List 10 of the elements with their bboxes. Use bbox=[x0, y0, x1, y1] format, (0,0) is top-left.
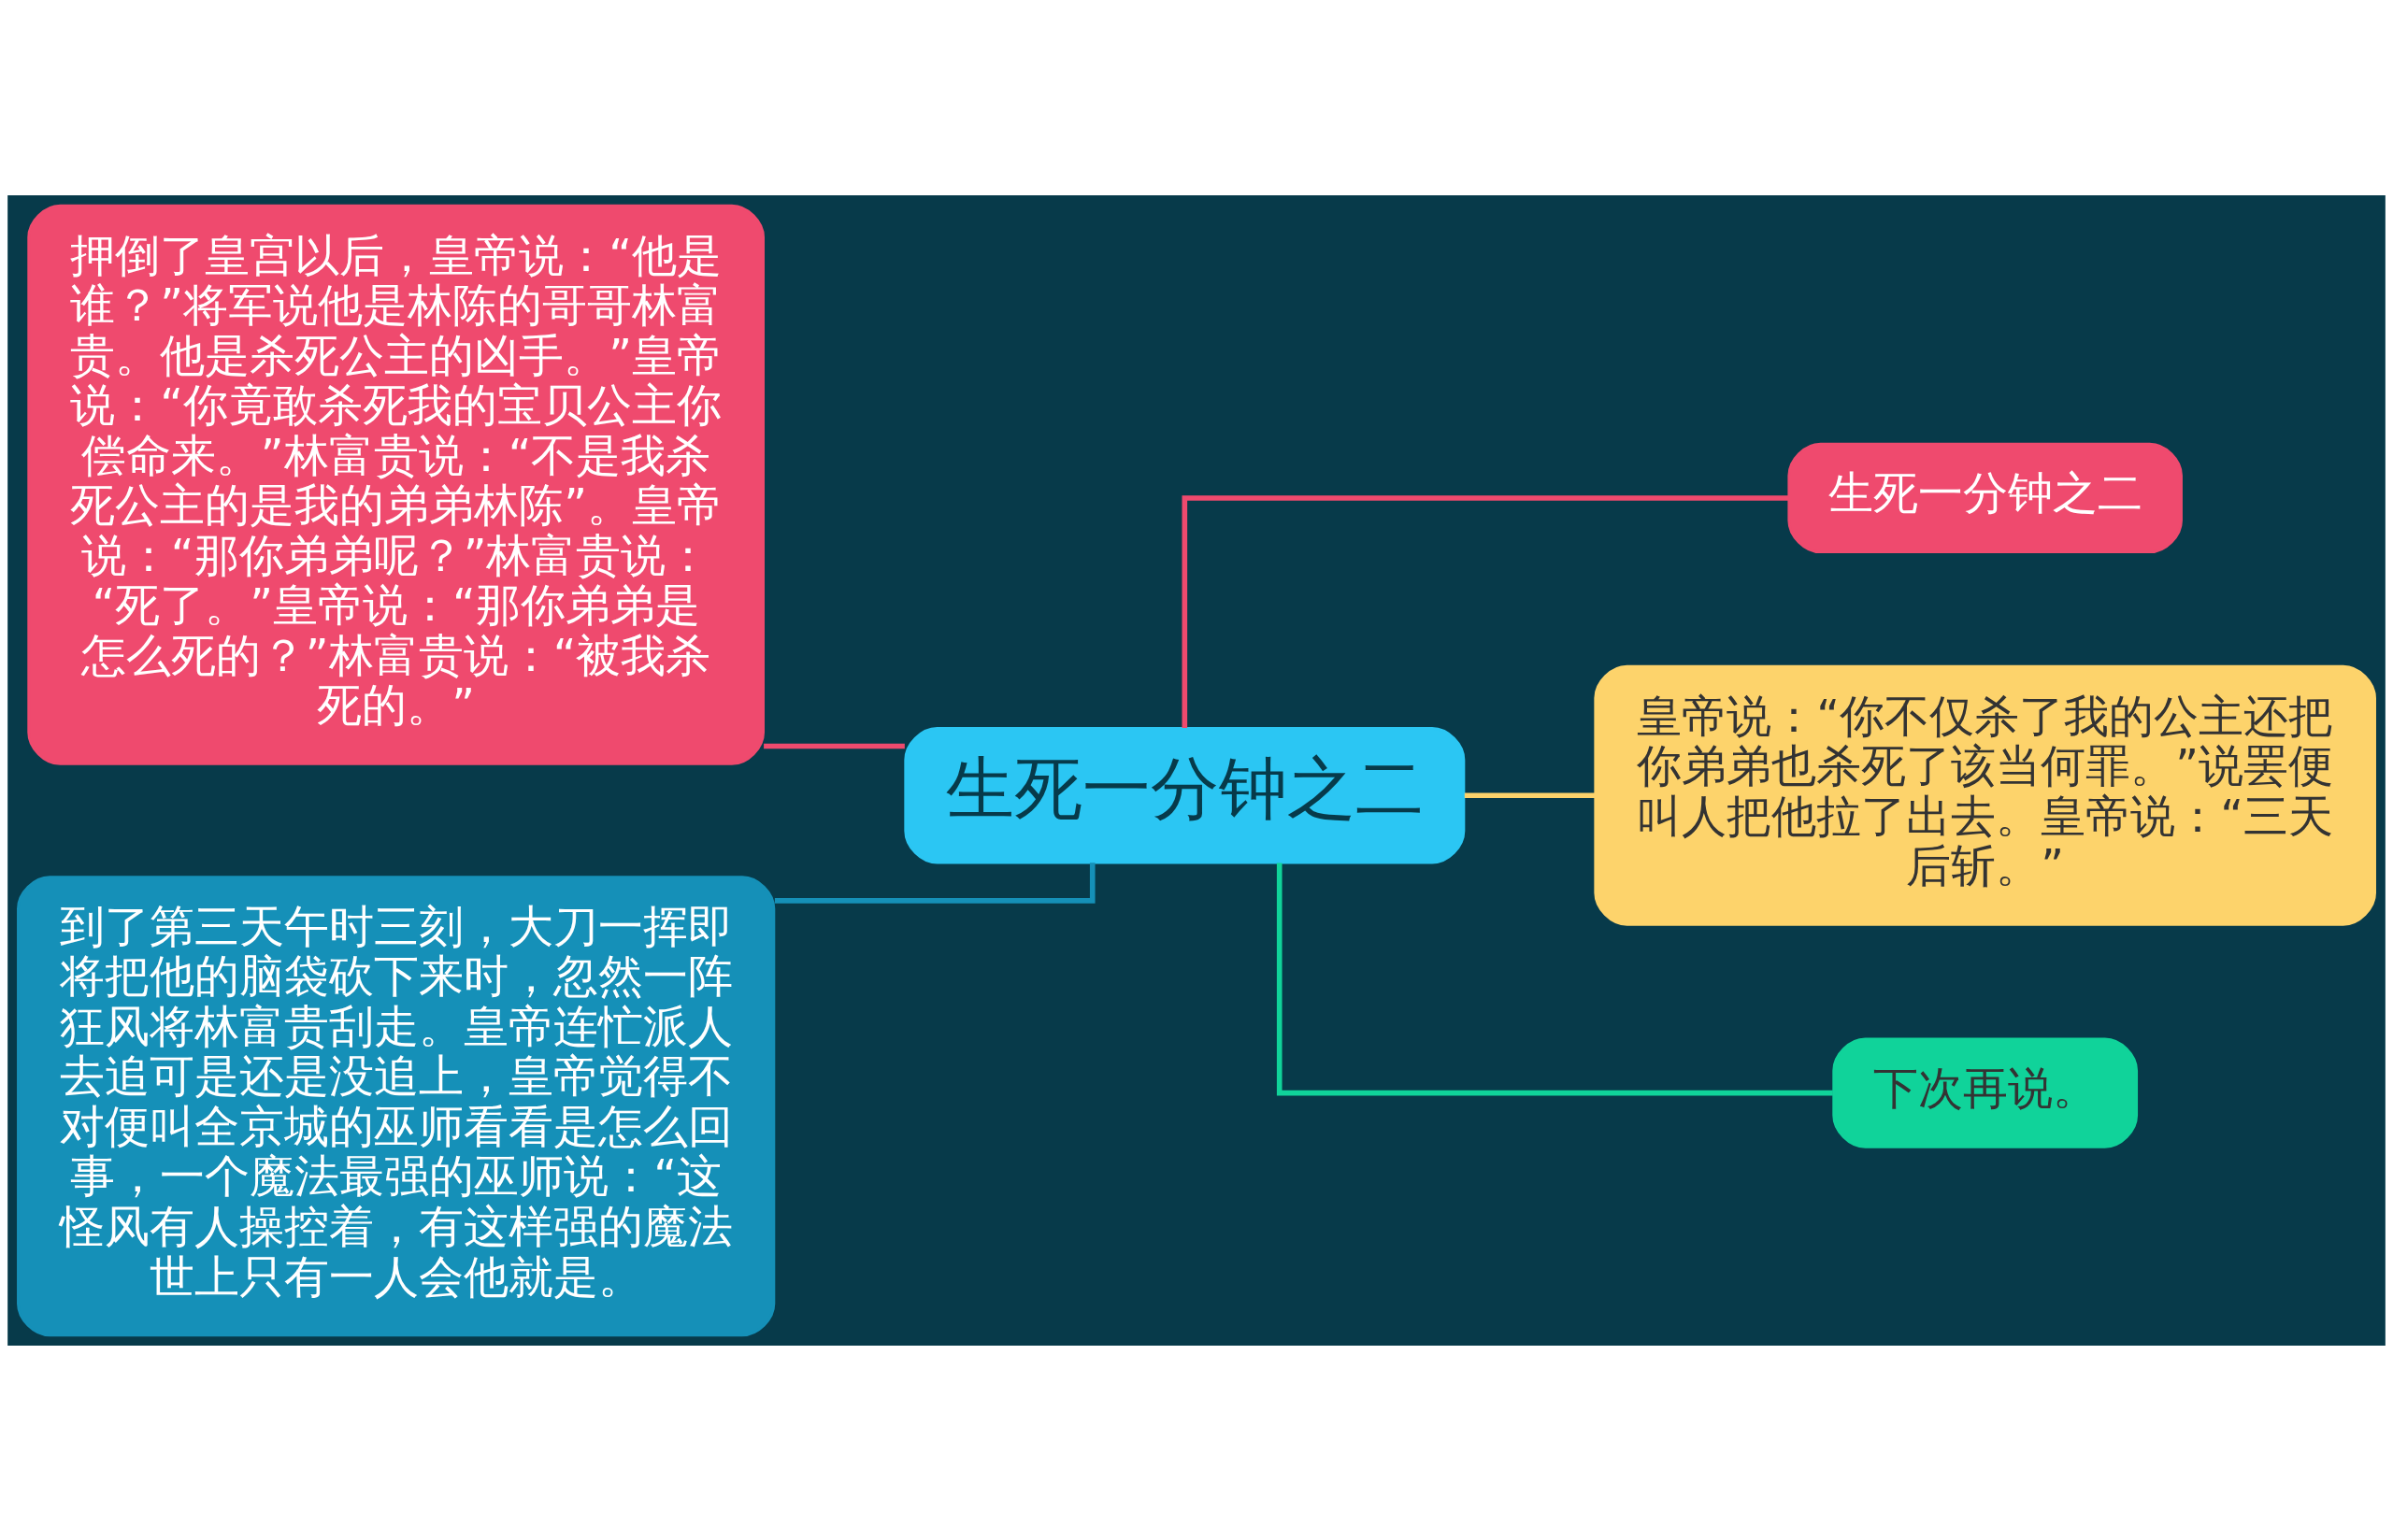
node-box: 生死一分钟之二 bbox=[1787, 442, 2183, 553]
node-box: 到了第三天午时三刻，大刀一挥即将把他的脑袋砍下来时，忽然一阵狂风将林富贵刮走。皇帝连忙派人去追可是还是没追上，皇帝觉得不对便叫全京城的巫师看看是怎么回事，一个魔法最强的巫师说：“这怪风有人操控着，有这样强的魔法世上只有一人会他就是。 bbox=[17, 875, 776, 1336]
connector bbox=[1276, 863, 1833, 1095]
node-box: 下次再说。 bbox=[1832, 1036, 2139, 1148]
connector bbox=[764, 743, 905, 749]
node-box: 皇帝说：“你不仅杀了我的公主还把你弟弟也杀死了该当何罪。”说罢便叫人把他拉了出去。皇帝说：“三天后斩。” bbox=[1594, 664, 2376, 926]
connector bbox=[1182, 494, 1789, 728]
node-box: 押倒了皇宫以后，皇帝说：“他是谁？”将军说他是林陈的哥哥林富贵。他是杀死公主的凶手。”皇帝说：“你竟敢杀死我的宝贝公主你偿命来。”林富贵说：“不是我杀死公主的是我的弟弟林陈”。皇帝说：“那你弟弟呢？”林富贵说：“死了。”皇帝说：“那你弟弟是怎么死的？”林富贵说：“被我杀死的。” bbox=[27, 204, 765, 765]
connector bbox=[1464, 791, 1596, 798]
node-box: 生死一分钟之二 bbox=[904, 726, 1466, 863]
